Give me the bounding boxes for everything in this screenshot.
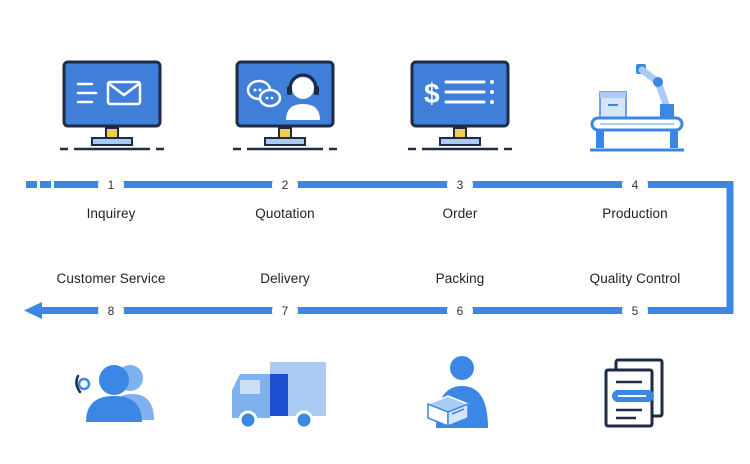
step-number: 1 [107, 177, 115, 192]
step-label-3: Order [442, 206, 478, 221]
step-label-8: Customer Service [56, 271, 166, 286]
step-number: 8 [107, 303, 115, 318]
step-node-1: 1 [98, 171, 124, 198]
step-node-3: 3 [447, 171, 473, 198]
step-node-7: 7 [272, 297, 298, 324]
step-label-1: Inquirey [86, 206, 136, 221]
flow-line-dash [40, 181, 51, 188]
step-node-6: 6 [447, 297, 473, 324]
step-label-2: Quotation [255, 206, 315, 221]
step-number: 5 [631, 303, 639, 318]
quality-document-icon [604, 358, 664, 428]
step-node-2: 2 [272, 171, 298, 198]
step-node-4: 4 [622, 171, 648, 198]
step-number: 6 [456, 303, 464, 318]
person-box-icon [425, 356, 488, 428]
step-label-6: Packing [435, 271, 485, 286]
step-label-7: Delivery [260, 271, 310, 286]
flow-arrow-head [24, 302, 42, 319]
robot-arm-production-icon [590, 64, 684, 152]
step-label-4: Production [602, 206, 668, 221]
svg-text:$: $ [424, 78, 440, 109]
customer-service-users-icon [75, 365, 154, 422]
monitor-mail-icon [60, 60, 164, 151]
flow-line-path [40, 181, 734, 314]
step-number: 4 [631, 177, 639, 192]
step-number: 2 [281, 177, 289, 192]
step-node-5: 5 [622, 297, 648, 324]
flow-line-dash [26, 181, 37, 188]
step-number: 7 [281, 303, 289, 318]
monitor-invoice-icon: $ [408, 60, 512, 151]
delivery-truck-icon [232, 362, 326, 430]
step-node-8: 8 [98, 297, 124, 324]
monitor-chat-support-icon [233, 60, 337, 151]
step-number: 3 [456, 177, 464, 192]
step-label-5: Quality Control [589, 271, 681, 286]
